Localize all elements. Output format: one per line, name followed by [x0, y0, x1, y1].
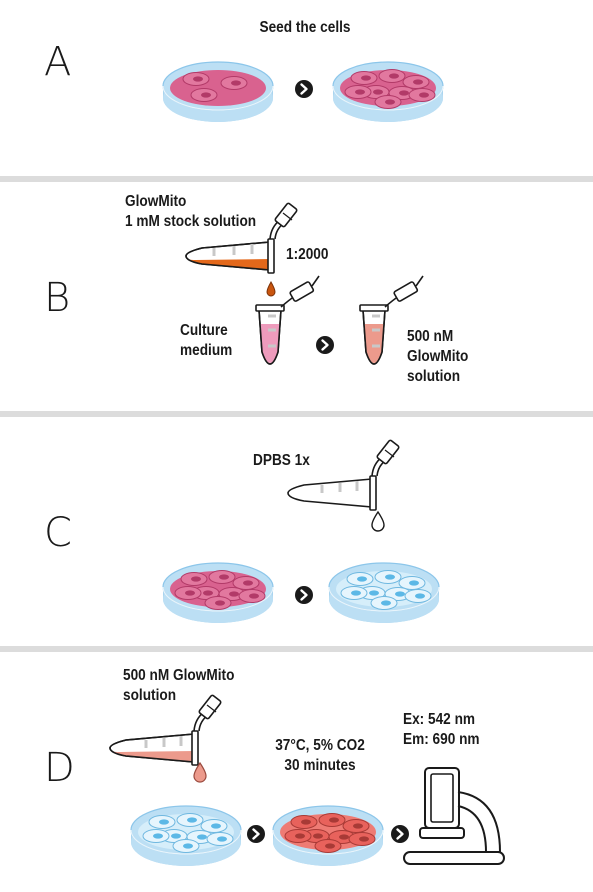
stock-label: GlowMito 1 mM stock solution — [125, 192, 256, 232]
dpbs-drop-icon — [371, 510, 385, 532]
arrow-right-icon — [391, 825, 409, 843]
add-solution-line2: solution — [123, 687, 177, 704]
incubation-line1: 37°C, 5% CO2 — [275, 737, 365, 754]
panel-d-illustration — [109, 694, 505, 866]
panel-a: A Seed the cells — [0, 0, 593, 176]
arrow-right-icon — [316, 336, 334, 354]
separator — [0, 646, 593, 652]
panel-letter-c: C — [44, 510, 72, 556]
panel-d: D 500 nM GlowMito solution 37°C, 5% CO2 … — [0, 652, 593, 892]
incubation-line2: 30 minutes — [284, 757, 356, 774]
dpbs-label: DPBS 1x — [253, 452, 310, 469]
arrow-right-icon — [295, 586, 313, 604]
glowmito-tube-icon — [109, 694, 222, 766]
separator — [0, 176, 593, 182]
petri-dish-stained-icon — [162, 562, 274, 623]
emission-label: Em: 690 nm — [403, 731, 480, 748]
dpbs-tube-icon — [287, 439, 400, 511]
glowmito-drop-icon — [193, 761, 207, 783]
excitation-label: Ex: 542 nm — [403, 711, 476, 728]
dilution-label: 1:2000 — [286, 246, 329, 263]
stock-tube-icon — [185, 202, 298, 274]
arrow-right-icon — [295, 80, 313, 98]
panel-letter-b: B — [44, 275, 71, 321]
result-solution-label: 500 nM GlowMito solution — [407, 327, 468, 387]
stock-drop-icon — [266, 280, 276, 297]
petri-dish-incubated-icon — [272, 805, 384, 866]
culture-medium-line1: Culture — [180, 322, 228, 339]
panel-c: C DPBS 1x — [0, 417, 593, 646]
culture-medium-label: Culture medium — [180, 321, 232, 361]
stock-label-line2: 1 mM stock solution — [125, 213, 257, 230]
glowmito-solution-tube-icon — [359, 275, 424, 365]
seed-cells-label: Seed the cells — [259, 19, 351, 36]
culture-medium-tube-icon — [255, 275, 320, 365]
panel-a-illustration — [162, 61, 444, 122]
result-solution-line3: solution — [407, 368, 461, 385]
panel-letter-a: A — [44, 39, 72, 85]
petri-dish-washed-icon — [328, 562, 440, 623]
panel-b-illustration — [185, 202, 424, 365]
petri-dish-washed-icon — [130, 805, 242, 866]
microscope-icon — [403, 767, 505, 865]
panel-b: B GlowMito 1 mM stock solution 1:2000 Cu… — [0, 182, 593, 411]
add-solution-label: 500 nM GlowMito solution — [123, 666, 234, 706]
stock-label-line1: GlowMito — [125, 193, 187, 210]
panel-c-illustration — [162, 439, 440, 623]
wavelength-label: Ex: 542 nm Em: 690 nm — [403, 710, 480, 750]
add-solution-line1: 500 nM GlowMito — [123, 667, 235, 684]
panel-letter-d: D — [44, 745, 75, 791]
separator — [0, 411, 593, 417]
result-solution-line2: GlowMito — [407, 348, 469, 365]
petri-dish-confluent-icon — [332, 61, 444, 122]
arrow-right-icon — [247, 825, 265, 843]
culture-medium-line2: medium — [180, 342, 233, 359]
petri-dish-seeded-icon — [162, 61, 274, 122]
incubation-label: 37°C, 5% CO2 30 minutes — [258, 736, 381, 776]
result-solution-line1: 500 nM — [407, 328, 454, 345]
